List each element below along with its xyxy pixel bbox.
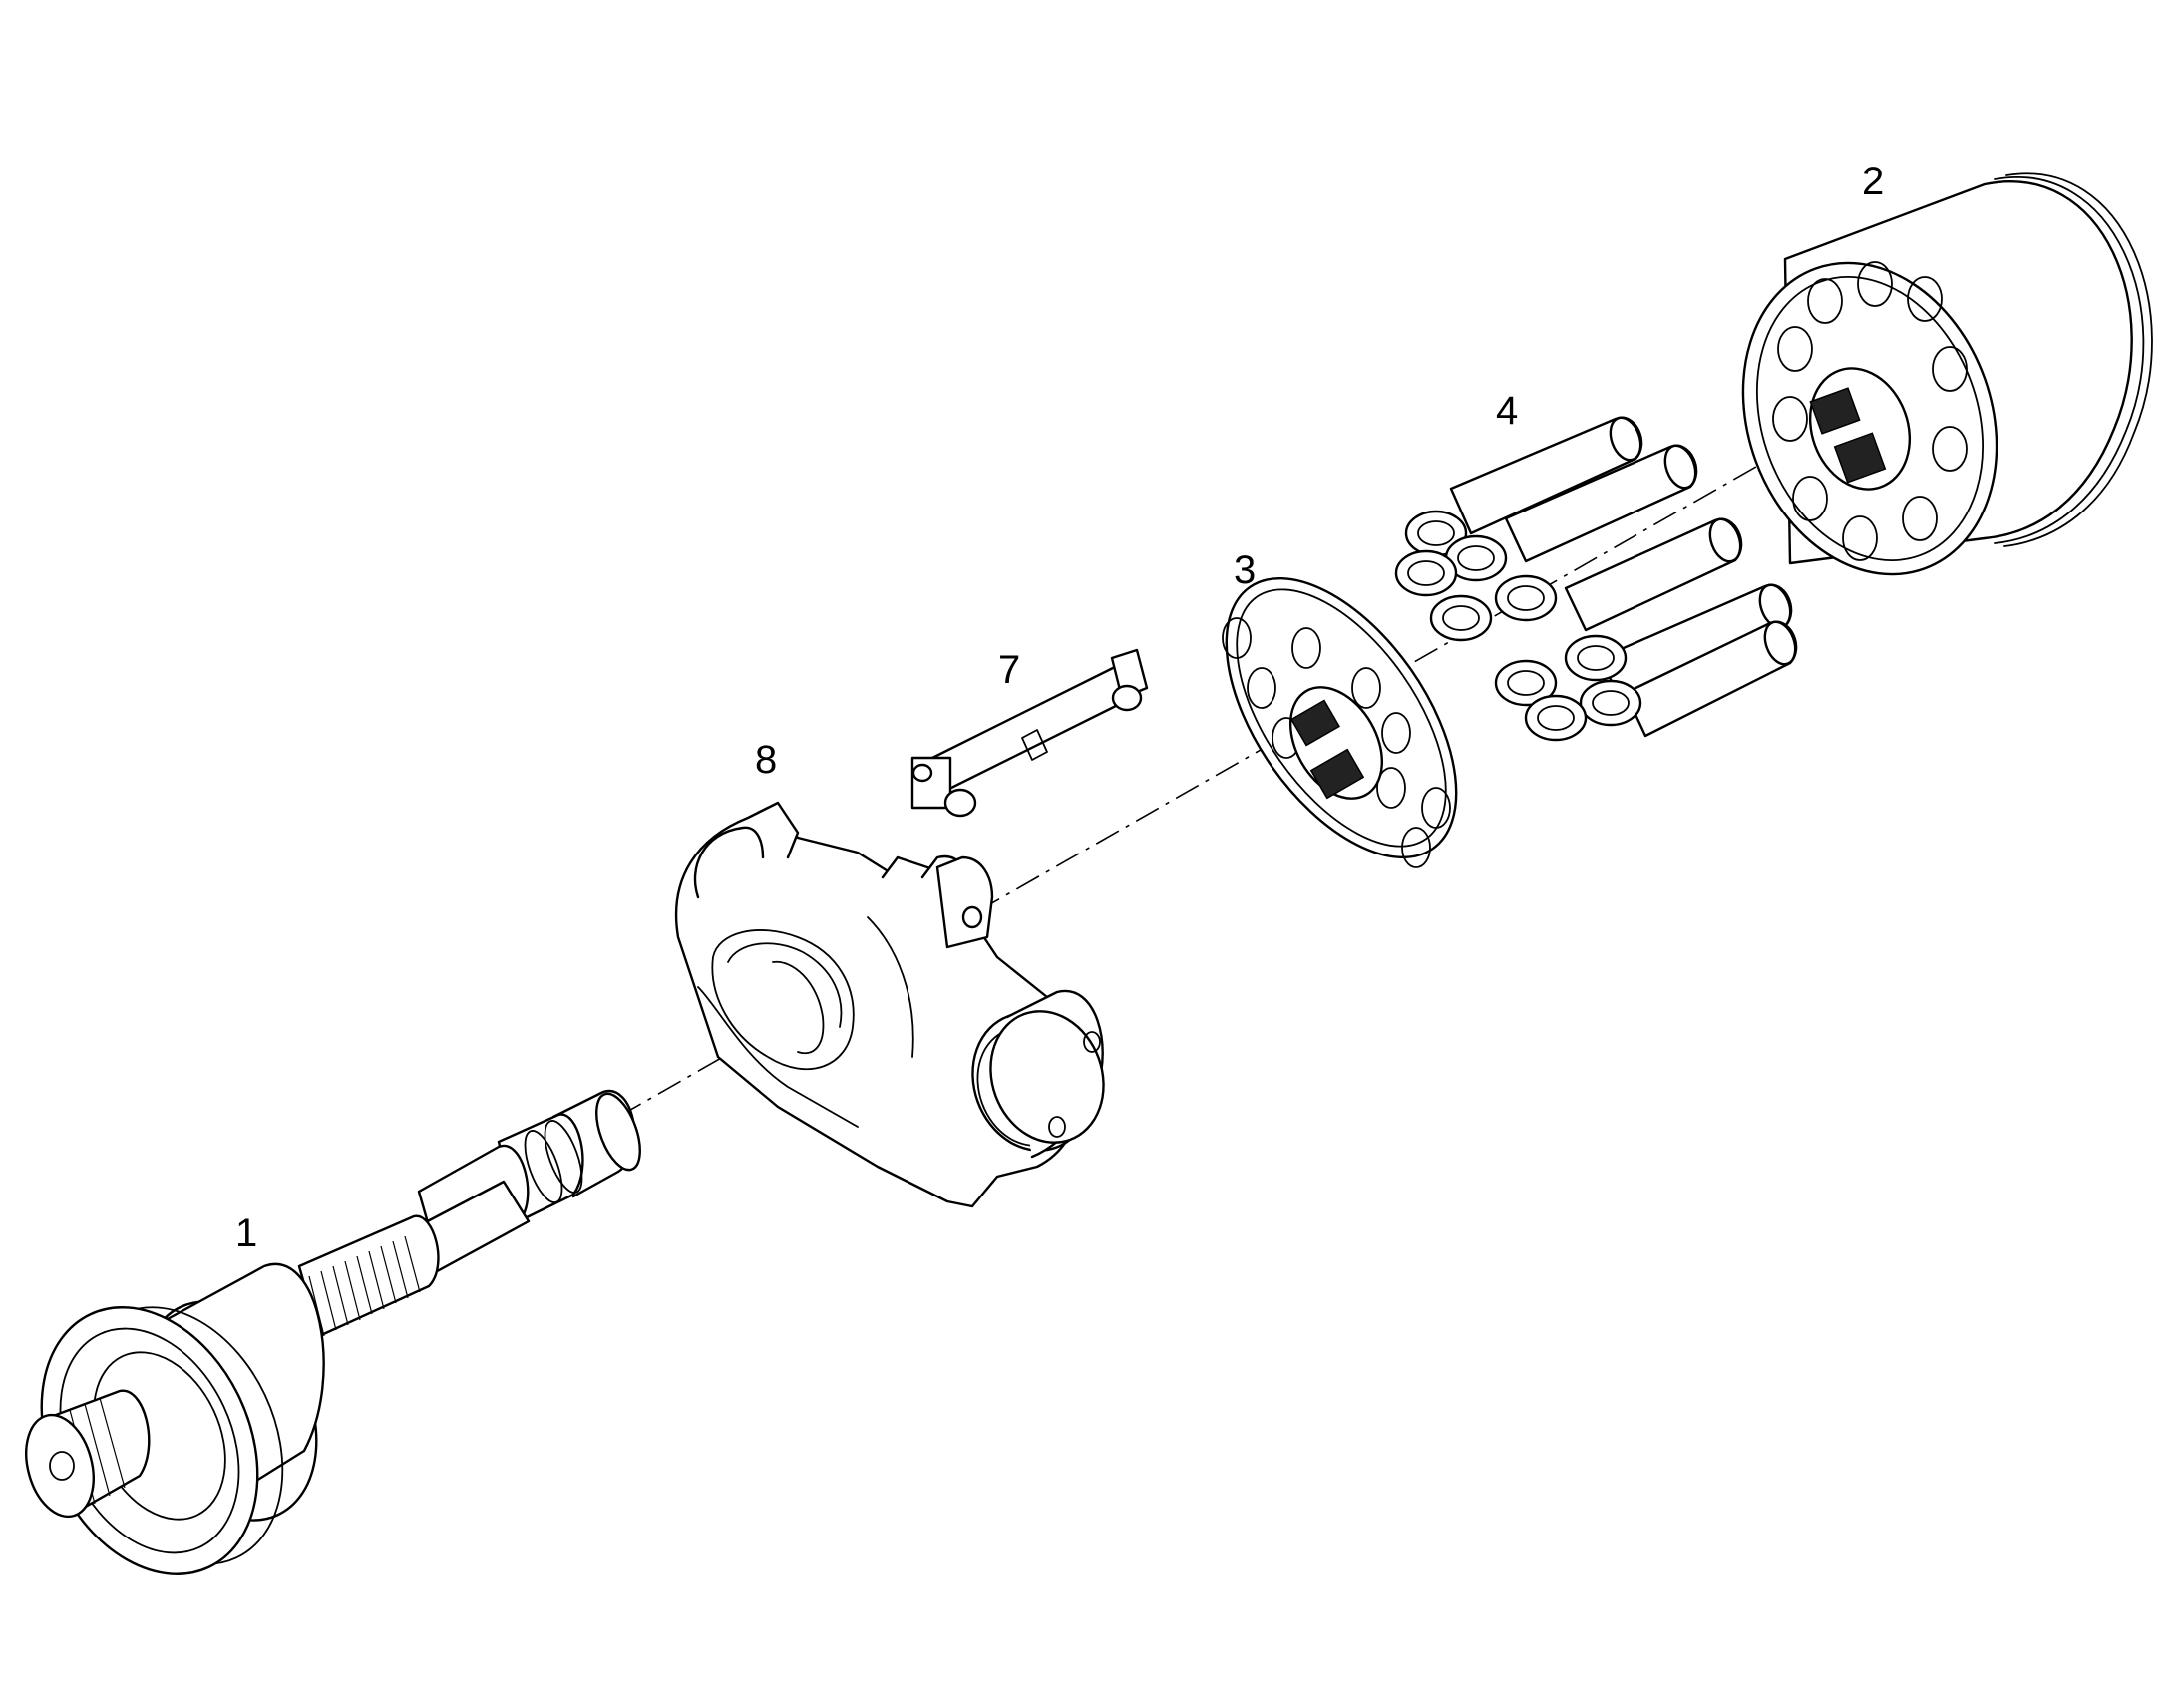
callout-label-7: 7: [998, 648, 1020, 692]
part-2-cylinder-block: [1741, 172, 2153, 576]
callout-label-3: 3: [1234, 548, 1256, 592]
part-1-drive-shaft: [25, 1089, 641, 1575]
part-7-link-rod: [910, 648, 1149, 818]
part-3-retaining-plate: [1222, 576, 1458, 868]
part-8-swash-plate: [674, 801, 1105, 1208]
callout-label-4: 4: [1496, 389, 1518, 433]
callout-label-1: 1: [235, 1211, 257, 1255]
part-4-pistons: [1394, 416, 1798, 742]
callout-label-8: 8: [755, 738, 777, 782]
callout-label-2: 2: [1862, 160, 1884, 203]
